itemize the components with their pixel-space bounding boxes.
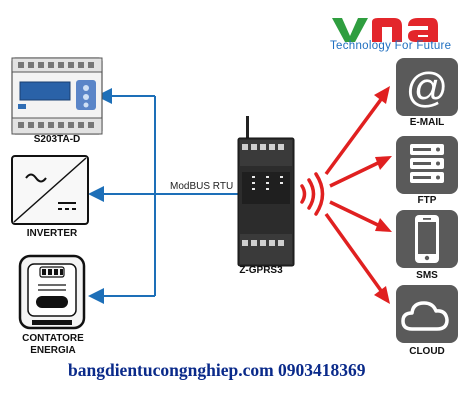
energy-meter-device [18, 254, 86, 330]
email-label: E-MAIL [409, 117, 445, 128]
modbus-bus-lines [88, 88, 238, 304]
meter-label-line2: ENERGIA [30, 345, 76, 356]
service-arrows [324, 86, 392, 304]
meter-label-line1: CONTATORE [22, 333, 84, 344]
cloud-icon [401, 301, 449, 331]
server-database-icon [410, 144, 444, 183]
vna-logo [332, 18, 438, 42]
ftp-tile [396, 136, 458, 194]
antenna [246, 116, 249, 142]
arrow-to-cloud [324, 212, 390, 304]
lcd-screen [19, 81, 71, 101]
cloud-tile [396, 285, 458, 343]
inverter-label: INVERTER [26, 228, 78, 239]
z-gprs3-device [237, 116, 295, 267]
logo-mark [332, 18, 438, 42]
arrow-to-sms [329, 200, 392, 232]
smartphone-icon [415, 215, 439, 263]
s203-device [11, 57, 103, 135]
cloud-label: CLOUD [409, 346, 445, 357]
meter-label: CONTATORE ENERGIA [0, 333, 106, 357]
inverter-device [11, 155, 89, 225]
gateway-label: Z-GPRS3 [239, 265, 283, 276]
footer-contact-text: bangdientucongnghiep.com 0903418369 [68, 360, 366, 380]
sms-label: SMS [416, 270, 438, 281]
at-sign-icon: @ [406, 64, 449, 111]
arrow-to-email [324, 86, 390, 176]
email-tile: @ [396, 58, 458, 116]
ac-symbol [25, 173, 47, 183]
wireless-signal-icon [300, 172, 325, 216]
ftp-label: FTP [417, 195, 437, 206]
sms-tile [396, 210, 458, 268]
logo-tagline: Technology For Future [330, 40, 452, 52]
arrow-to-ftp [329, 156, 392, 188]
s203-label: S203TA-D [33, 134, 81, 145]
modbus-label: ModBUS RTU [170, 181, 234, 192]
